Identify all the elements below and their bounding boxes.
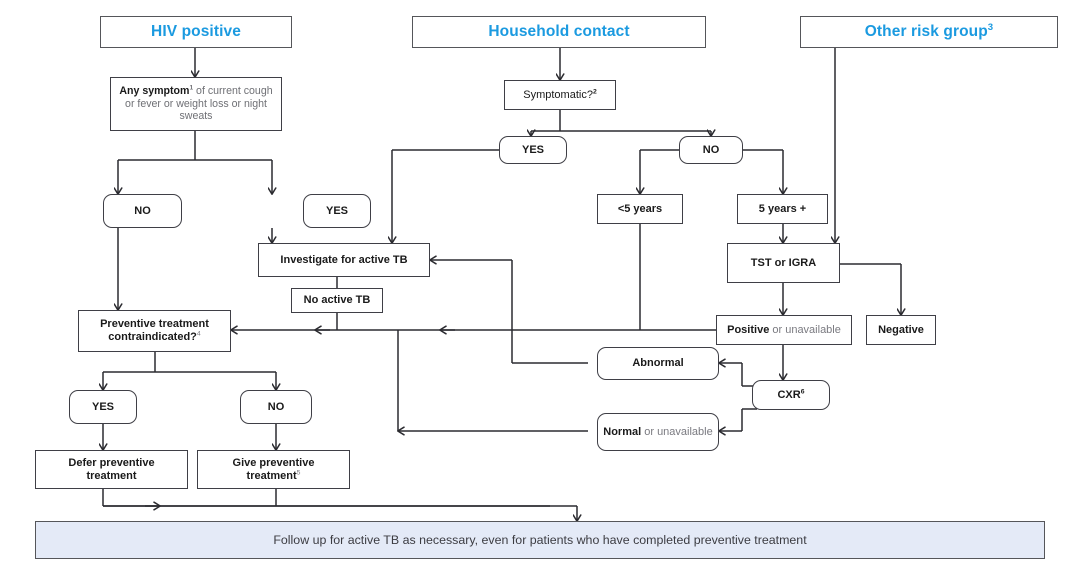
any-symptom-rest: of current cough or fever or weight loss… <box>125 85 273 123</box>
any-symptom-bold: Any symptom <box>119 85 190 98</box>
node-positive-or-unavailable[interactable]: Positive or unavailable <box>716 315 852 345</box>
footnote-ref-4: 4 <box>196 330 201 338</box>
node-symptomatic[interactable]: Symptomatic?2 <box>504 80 616 110</box>
node-cxr[interactable]: CXR6 <box>752 380 830 410</box>
footnote-ref-1: 1 <box>189 84 194 92</box>
investigate-active-tb-label: Investigate for active TB <box>280 253 408 266</box>
pill-hiv-yes[interactable]: YES <box>303 194 371 228</box>
give-line2: treatment <box>246 469 297 482</box>
footnote-ref-5: 5 <box>296 468 301 476</box>
entry-other-risk-group[interactable]: Other risk group3 <box>800 16 1058 48</box>
contraindicated-line2: contraindicated? <box>108 331 197 343</box>
contraindicated-line1: Preventive treatment <box>100 318 209 331</box>
cxr-label: CXR <box>777 388 801 401</box>
pill-hiv-no[interactable]: NO <box>103 194 182 228</box>
positive-rest: or unavailable <box>769 323 841 336</box>
pill-contraindicated-no[interactable]: NO <box>240 390 312 424</box>
tst-or-igra-label: TST or IGRA <box>750 256 817 269</box>
pill-hc-yes[interactable]: YES <box>499 136 567 164</box>
node-abnormal[interactable]: Abnormal <box>597 347 719 380</box>
pill-contraindicated-yes[interactable]: YES <box>69 390 137 424</box>
node-tst-or-igra[interactable]: TST or IGRA <box>727 243 840 283</box>
defer-line1: Defer preventive <box>68 456 155 469</box>
pill-contraindicated-yes-label: YES <box>91 400 114 413</box>
follow-up-banner-text: Follow up for active TB as necessary, ev… <box>273 533 807 547</box>
entry-hiv-positive[interactable]: HIV positive <box>100 16 292 48</box>
no-active-tb-label: No active TB <box>303 294 371 307</box>
pill-hiv-yes-label: YES <box>325 204 348 217</box>
5-years-plus-label: 5 years + <box>758 202 807 215</box>
abnormal-label: Abnormal <box>632 357 684 370</box>
footnote-ref-6: 6 <box>800 387 805 395</box>
entry-hiv-positive-label: HIV positive <box>151 22 241 40</box>
pill-hc-no-label: NO <box>702 143 720 156</box>
negative-label: Negative <box>878 323 924 336</box>
entry-household-contact-label: Household contact <box>488 22 630 40</box>
footnote-ref-2: 2 <box>592 87 597 95</box>
node-normal-or-unavailable[interactable]: Normal or unavailable <box>597 413 719 451</box>
pill-contraindicated-no-label: NO <box>267 400 285 413</box>
give-line1: Give preventive <box>232 456 315 469</box>
node-under-5-years[interactable]: <5 years <box>597 194 683 224</box>
entry-other-risk-group-label: Other risk group3 <box>864 21 994 40</box>
positive-bold: Positive <box>727 323 770 336</box>
symptomatic-label: Symptomatic? <box>523 88 593 101</box>
normal-bold: Normal <box>603 425 642 438</box>
node-no-active-tb[interactable]: No active TB <box>291 288 383 313</box>
pill-hiv-no-label: NO <box>134 204 151 217</box>
follow-up-banner[interactable]: Follow up for active TB as necessary, ev… <box>35 521 1045 559</box>
node-negative[interactable]: Negative <box>866 315 936 345</box>
node-5-years-plus[interactable]: 5 years + <box>737 194 828 224</box>
node-any-symptom[interactable]: Any symptom1 of current cough or fever o… <box>110 77 282 131</box>
normal-rest: or unavailable <box>641 425 713 438</box>
entry-household-contact[interactable]: Household contact <box>412 16 706 48</box>
pill-hc-no[interactable]: NO <box>679 136 743 164</box>
under-5-years-label: <5 years <box>617 202 663 215</box>
node-investigate-active-tb[interactable]: Investigate for active TB <box>258 243 430 277</box>
footnote-ref-3: 3 <box>987 21 994 33</box>
defer-line2: treatment <box>86 469 137 482</box>
pill-hc-yes-label: YES <box>521 143 544 156</box>
